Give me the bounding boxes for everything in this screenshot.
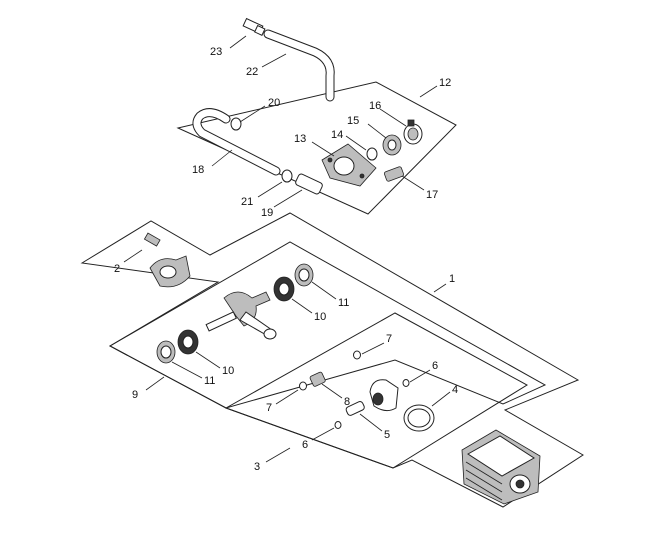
leader-8 [321,383,343,399]
callout-17: 17 [426,189,438,201]
ring-6-bottom [334,421,342,429]
callout-1: 1 [449,273,455,285]
leader-11-top [311,281,337,300]
group-outline-3 [224,312,528,469]
ring-6-top [402,379,410,387]
clamp-20 [230,117,242,131]
fuel-filter-19 [295,173,323,195]
leader-9 [145,376,165,391]
leader-5 [359,413,383,432]
callout-23: 23 [210,46,222,58]
leader-10-top [291,298,313,314]
piston [369,379,399,412]
callout-6-top: 6 [432,360,438,372]
leader-14 [345,135,367,151]
leader-6-bottom [311,427,335,441]
crankshaft [205,291,277,340]
callout-11-bottom: 11 [204,375,215,387]
insulator-13 [321,143,377,187]
cylinder [461,429,541,505]
leader-21 [257,181,283,198]
fuel-hose-22 [263,29,335,102]
bracket-2 [149,255,191,288]
callout-10-top: 10 [314,311,326,323]
leader-6-top [409,369,431,383]
callout-3: 3 [254,461,260,473]
fuel-hose-18 [192,108,281,176]
leader-23 [229,35,247,49]
bearing-10-top [273,276,295,302]
leader-4 [431,391,451,407]
callout-7-top: 7 [386,333,392,345]
callout-21: 21 [241,196,253,208]
leader-10-bottom [195,351,221,369]
callout-15: 15 [347,115,359,127]
callout-13: 13 [294,133,306,145]
callout-4: 4 [452,384,458,396]
circlip-7-bottom [299,381,307,391]
callout-16: 16 [369,100,381,112]
callout-14: 14 [331,129,343,141]
leader-1 [433,283,447,293]
clamp-21 [281,169,293,183]
leader-17 [401,175,425,191]
fitting-23 [242,17,266,36]
bolt-2 [143,232,161,247]
callout-22: 22 [246,66,258,78]
leader-22 [261,53,287,68]
leader-19 [273,189,303,208]
fitting-17 [383,166,405,182]
piston-pin-5 [345,401,365,416]
bearing-seal-11-top [294,263,314,287]
callout-10-bottom: 10 [222,365,234,377]
leader-2 [123,249,143,263]
callout-11-top: 11 [338,297,349,309]
bearing-10-bottom [177,329,199,355]
bearing-seal-11-bottom [156,340,176,364]
leader-3 [265,447,291,463]
gasket-4 [403,404,435,432]
callout-2: 2 [114,263,120,275]
needle-bearing-8 [309,371,326,387]
clamp-16 [403,119,423,145]
leader-11-bottom [171,361,203,379]
leader-16 [379,108,407,127]
callout-5: 5 [384,429,390,441]
callout-8: 8 [344,396,350,408]
joint-15 [382,134,402,156]
leader-7-top [361,342,385,355]
callout-12: 12 [439,77,451,89]
callout-20: 20 [268,97,280,109]
callout-18: 18 [192,164,204,176]
callout-6-bottom: 6 [302,439,308,451]
callout-9: 9 [132,389,138,401]
callout-19: 19 [261,207,273,219]
leader-12 [419,85,438,98]
circlip-7-top [353,350,361,360]
leader-15 [367,123,387,139]
leader-7-bottom [275,389,299,405]
leader-20 [239,105,266,123]
leader-18 [211,149,233,167]
callout-7-bottom: 7 [266,402,272,414]
gasket-14 [366,147,378,161]
leader-13 [311,141,335,157]
